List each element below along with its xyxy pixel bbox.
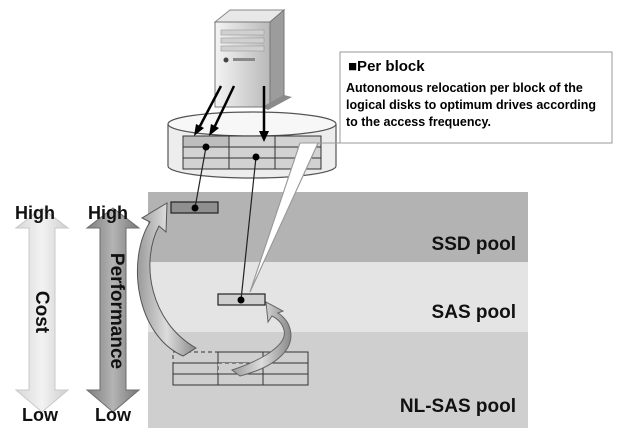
sas-pool: SAS pool xyxy=(148,262,528,332)
relocation-arrow-to-sas xyxy=(230,301,292,377)
access-arrows xyxy=(194,85,269,142)
sas-pool-label: SAS pool xyxy=(431,302,516,323)
performance-high-label: High xyxy=(88,203,128,223)
nl-sas-pool-label: NL-SAS pool xyxy=(399,396,516,417)
callout-body: Autonomous relocation per block of the l… xyxy=(346,81,597,129)
performance-arrow xyxy=(85,207,141,413)
ssd-pool-label: SSD pool xyxy=(431,234,516,255)
performance-label: Performance xyxy=(106,252,128,370)
cost-high-label: High xyxy=(15,203,55,223)
mapping-lines xyxy=(194,146,257,301)
mapping-dot xyxy=(237,296,245,304)
mapping-dot xyxy=(191,204,199,212)
server-icon xyxy=(213,8,292,110)
cost-low-label: Low xyxy=(22,405,58,425)
cost-arrow xyxy=(14,207,70,413)
mapping-dot xyxy=(252,153,260,161)
callout-title: ■Per block xyxy=(348,58,425,75)
relocation-arrow-to-ssd xyxy=(136,202,197,357)
performance-low-label: Low xyxy=(95,405,131,425)
mapping-dot xyxy=(202,143,210,151)
callout-box xyxy=(249,51,613,293)
cost-label: Cost xyxy=(31,290,53,334)
